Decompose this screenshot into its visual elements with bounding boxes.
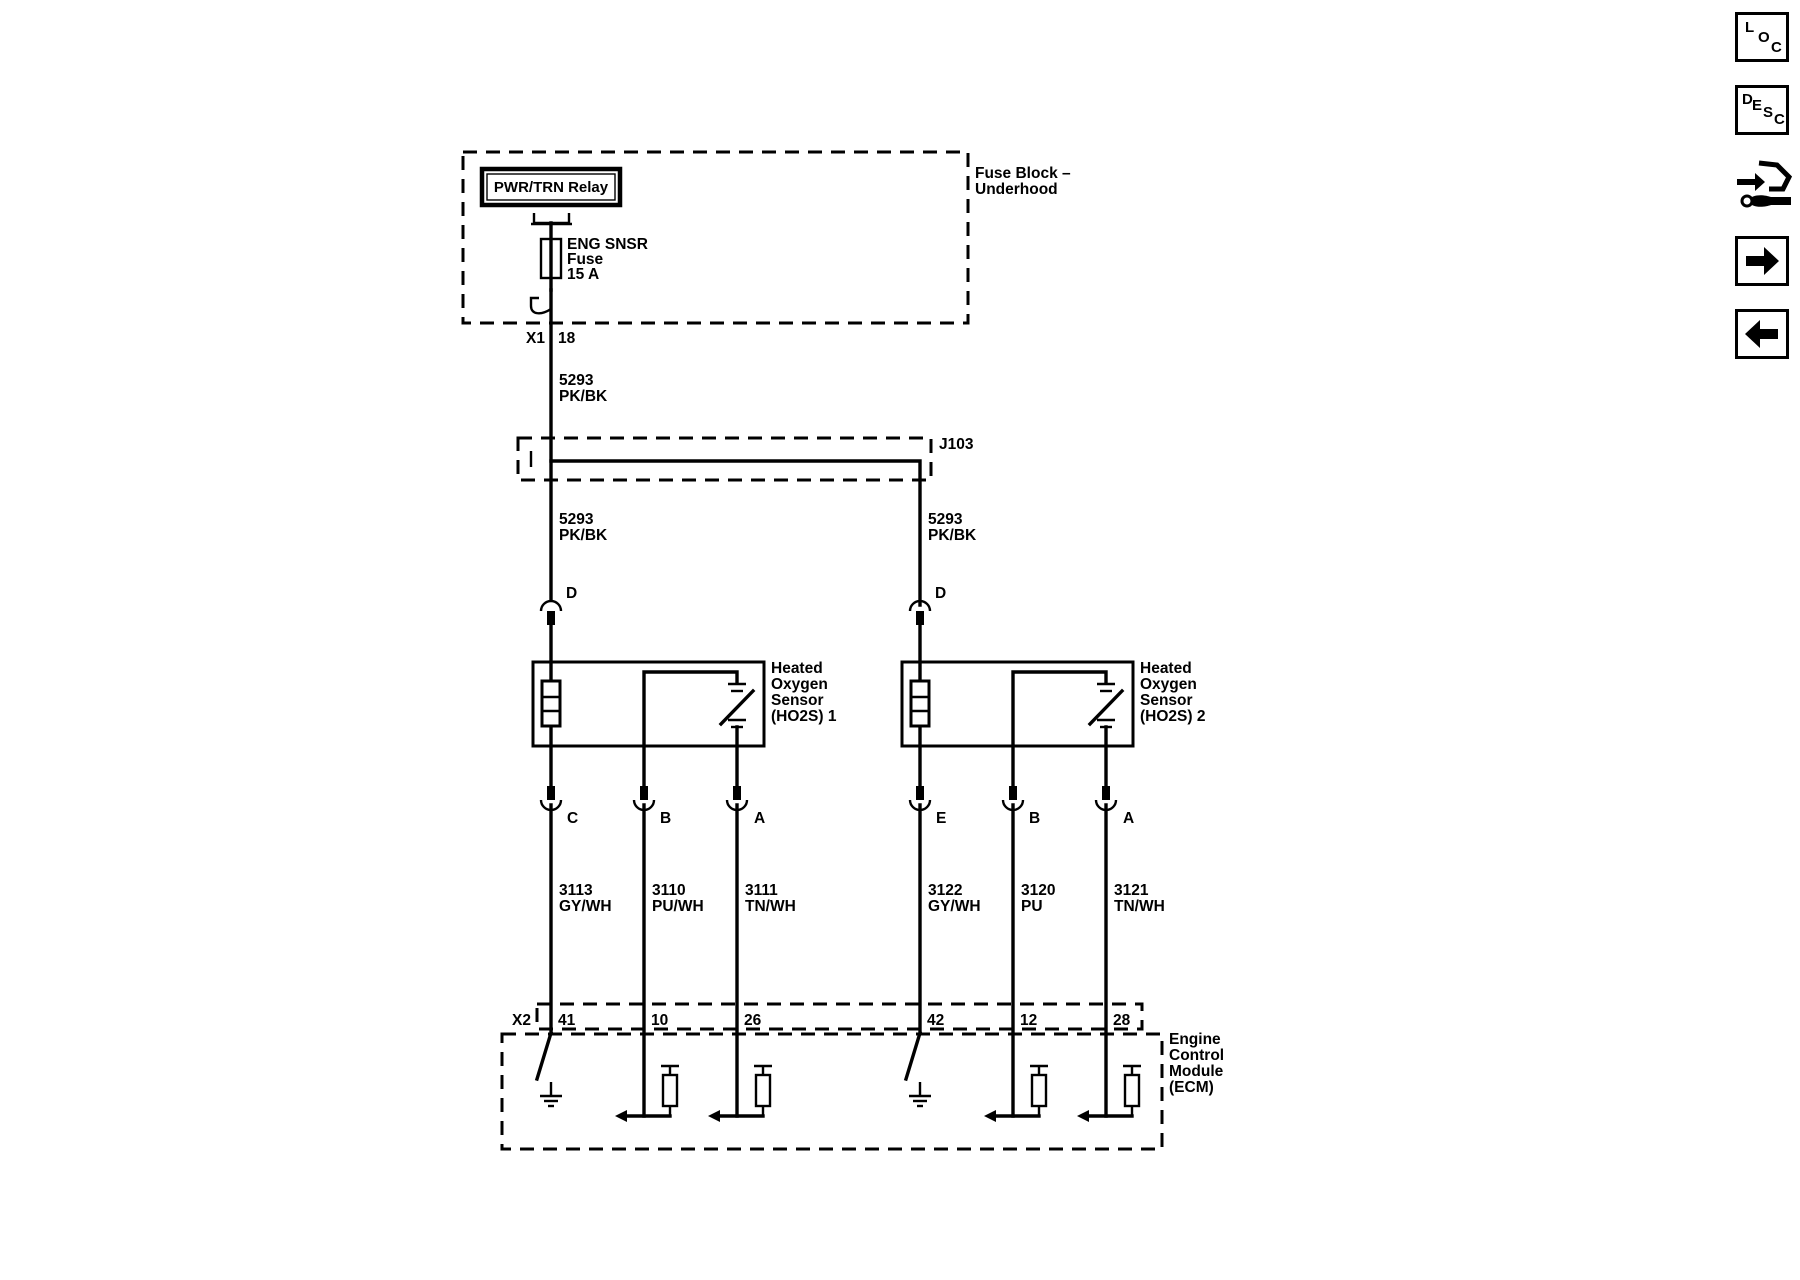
ecm-input-circuit-26 — [708, 1064, 772, 1122]
ho2s1-label: Sensor — [771, 692, 824, 709]
wire-circuit-label: 3113 — [559, 882, 593, 899]
wire-color-label: PU — [1021, 898, 1043, 915]
sensor2-connector-d[interactable] — [908, 599, 932, 625]
wire-circuit-label: 3122 — [928, 882, 962, 899]
wire-circuit-label: 3110 — [652, 882, 686, 899]
pin-label: B — [660, 810, 671, 827]
ho2s2-label: Sensor — [1140, 692, 1193, 709]
ho2s1-label: (HO2S) 1 — [771, 708, 837, 725]
relay-label: PWR/TRN Relay — [494, 179, 609, 196]
desc-button[interactable]: D E S C — [1735, 85, 1789, 135]
fuse-label: Fuse — [567, 251, 604, 268]
ecm-label: (ECM) — [1169, 1079, 1214, 1096]
wire-color-label: TN/WH — [745, 898, 796, 915]
loc-button[interactable]: L O C — [1735, 12, 1789, 62]
fuse-block-label: Underhood — [975, 181, 1058, 198]
ho2s2-heater-element — [909, 679, 931, 728]
connector-end-view-icon[interactable] — [1733, 155, 1795, 217]
wire-circuit-label: 3120 — [1021, 882, 1055, 899]
fuse-block-outline — [461, 150, 970, 325]
ecm-x2-label: X2 — [512, 1012, 531, 1029]
ecm-pin-label: 41 — [558, 1012, 576, 1029]
pin-label: B — [1029, 810, 1040, 827]
ecm-pin-label: 28 — [1113, 1012, 1131, 1029]
x1-connector-label: X1 — [526, 330, 545, 347]
splice-bus-wire[interactable] — [549, 459, 922, 607]
fuse-symbol[interactable] — [531, 213, 572, 292]
ho2s1-box[interactable] — [531, 660, 766, 748]
ecm-label: Engine — [1169, 1031, 1221, 1048]
pin-label: E — [936, 810, 946, 827]
ecm-pin-label: 42 — [927, 1012, 944, 1029]
ho2s1-heater-element — [540, 679, 562, 728]
wire-color-label: PK/BK — [559, 388, 608, 405]
ecm-input-circuit-12 — [984, 1064, 1048, 1122]
wire-circuit-label: 5293 — [928, 511, 963, 528]
loc-letter: L — [1745, 19, 1755, 36]
previous-arrow-button[interactable] — [1735, 309, 1789, 359]
pin-label: C — [567, 810, 578, 827]
x1-connector-symbol — [529, 296, 552, 315]
wire-color-label: PU/WH — [652, 898, 704, 915]
wire-color-label: TN/WH — [1114, 898, 1165, 915]
fuse-label: ENG SNSR — [567, 236, 648, 253]
wire-color-label: GY/WH — [559, 898, 612, 915]
wire-circuit-label: 5293 — [559, 372, 594, 389]
x1-pin-label: 18 — [558, 330, 576, 347]
ecm-input-circuit-28 — [1077, 1064, 1141, 1122]
pin-label: D — [566, 585, 577, 602]
ho2s2-label: Heated — [1140, 660, 1192, 677]
loc-letter: C — [1771, 39, 1782, 56]
desc-letter: C — [1774, 111, 1785, 128]
next-arrow-button[interactable] — [1735, 236, 1789, 286]
ecm-pin-label: 12 — [1020, 1012, 1037, 1029]
previous-arrow-icon — [1745, 320, 1778, 348]
pin-label: D — [935, 585, 946, 602]
pin-label: A — [1123, 810, 1134, 827]
splice-j103-outline — [516, 436, 933, 482]
sensor1-connector-d[interactable] — [539, 599, 563, 625]
ho2s1-label: Oxygen — [771, 676, 828, 693]
wire-color-label: PK/BK — [928, 527, 977, 544]
ecm-ground-switch-42 — [903, 1030, 931, 1108]
wire-circuit-label: 5293 — [559, 511, 594, 528]
ecm-pin-label: 26 — [744, 1012, 762, 1029]
wire-color-label: PK/BK — [559, 527, 608, 544]
fuse-block-label: Fuse Block – — [975, 165, 1071, 182]
ho2s1-label: Heated — [771, 660, 823, 677]
ecm-x2-connector-outline — [535, 1002, 1144, 1031]
desc-letter: D — [1742, 91, 1753, 108]
desc-letter: E — [1752, 97, 1763, 114]
ecm-label: Control — [1169, 1047, 1224, 1064]
ho2s2-sensing-element — [1087, 682, 1125, 729]
wire-color-label: GY/WH — [928, 898, 981, 915]
wire-circuit-label: 3111 — [745, 882, 778, 899]
ho2s2-label: (HO2S) 2 — [1140, 708, 1205, 725]
ecm-pin-label: 10 — [651, 1012, 668, 1029]
ecm-ground-switch-41 — [534, 1030, 562, 1108]
ho2s2-box[interactable] — [900, 660, 1135, 748]
ecm-outline[interactable] — [500, 1032, 1164, 1151]
ecm-label: Module — [1169, 1063, 1224, 1080]
next-arrow-icon — [1746, 247, 1779, 275]
desc-letter: S — [1763, 104, 1774, 121]
fuse-label: 15 A — [567, 266, 599, 283]
loc-letter: O — [1758, 29, 1770, 46]
wire-circuit-label: 3121 — [1114, 882, 1149, 899]
pin-label: A — [754, 810, 765, 827]
ho2s2-label: Oxygen — [1140, 676, 1197, 693]
relay-box[interactable] — [479, 166, 623, 208]
splice-j103-label: J103 — [939, 436, 974, 453]
ecm-input-circuit-10 — [615, 1064, 679, 1122]
